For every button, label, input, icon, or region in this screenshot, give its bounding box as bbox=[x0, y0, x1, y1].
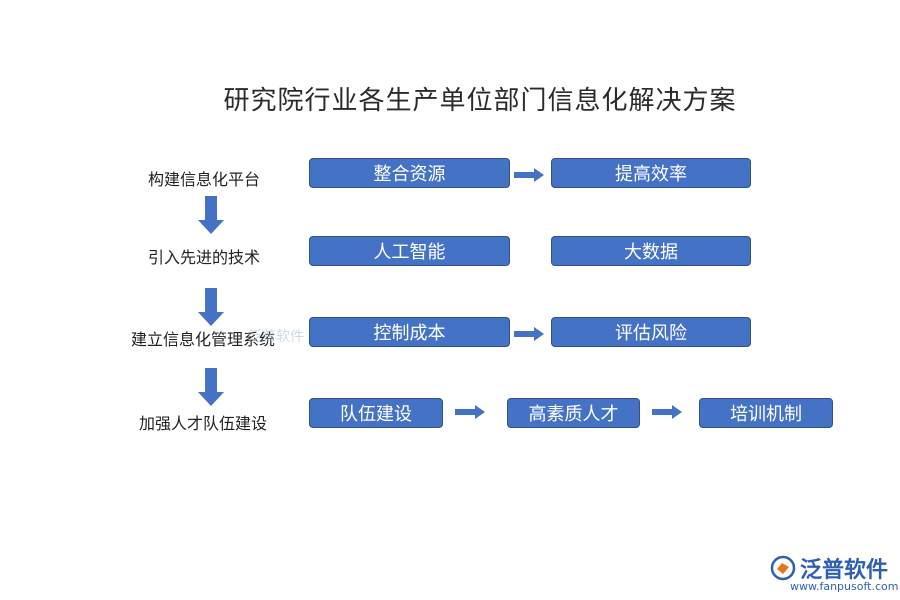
box-high-quality-talent: 高素质人才 bbox=[507, 398, 640, 428]
box-big-data: 大数据 bbox=[551, 236, 751, 266]
box-ai: 人工智能 bbox=[309, 236, 510, 266]
brand-url: www.fanpusoft.com bbox=[790, 580, 899, 593]
brand-name: 泛普软件 bbox=[800, 558, 889, 583]
right-arrow-icon bbox=[514, 168, 544, 182]
box-team-building: 队伍建设 bbox=[309, 398, 443, 428]
down-arrow-icon bbox=[198, 196, 224, 234]
down-arrow-icon bbox=[198, 368, 224, 406]
diagram-title: 研究院行业各生产单位部门信息化解决方案 bbox=[223, 86, 737, 116]
box-assess-risk: 评估风险 bbox=[551, 317, 751, 347]
watermark-logo: 泛普软件 bbox=[248, 329, 304, 345]
box-control-cost: 控制成本 bbox=[309, 317, 510, 347]
down-arrow-icon bbox=[198, 288, 224, 326]
step-label-technology: 引入先进的技术 bbox=[148, 248, 261, 267]
step-label-talent: 加强人才队伍建设 bbox=[139, 414, 268, 433]
brand-logo: 泛普软件 bbox=[770, 552, 888, 584]
right-arrow-icon bbox=[652, 405, 682, 419]
right-arrow-icon bbox=[514, 327, 544, 341]
box-integrate-resources: 整合资源 bbox=[309, 158, 510, 188]
right-arrow-icon bbox=[455, 405, 485, 419]
brand-logo-icon bbox=[770, 555, 796, 581]
box-improve-efficiency: 提高效率 bbox=[551, 158, 751, 188]
step-label-platform: 构建信息化平台 bbox=[148, 170, 261, 189]
step-label-management-system: 建立信息化管理系统 bbox=[131, 330, 276, 349]
box-training-mechanism: 培训机制 bbox=[699, 398, 833, 428]
